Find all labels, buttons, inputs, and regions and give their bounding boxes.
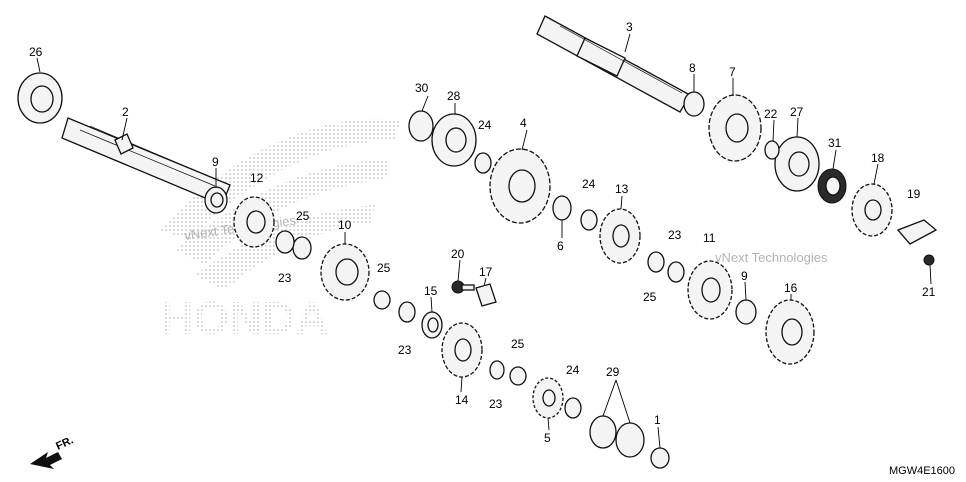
label-10: 10: [338, 218, 352, 232]
washer-25-b: [373, 290, 391, 310]
bearing-26: [17, 72, 63, 124]
bolt-20: [451, 280, 475, 294]
label-25-b: 25: [377, 261, 391, 275]
washer-23-c: [489, 360, 505, 380]
label-1: 1: [654, 413, 661, 427]
gear-11: [687, 260, 733, 320]
gear-16: [765, 299, 815, 365]
collar-1: [650, 447, 670, 469]
label-9-right: 9: [741, 269, 748, 283]
label-4: 4: [520, 116, 527, 130]
label-5: 5: [544, 431, 551, 445]
label-24-c: 24: [566, 363, 580, 377]
label-16: 16: [784, 281, 798, 295]
label-26: 26: [29, 45, 43, 59]
gear-5: [532, 377, 564, 419]
oil-seal-31: [817, 168, 847, 204]
washer-25-a: [292, 236, 312, 260]
label-9-left: 9: [212, 155, 219, 169]
label-17: 17: [479, 265, 493, 279]
gear-7: [708, 94, 762, 162]
washer-25-d: [647, 251, 665, 273]
washer-23-a: [275, 230, 295, 254]
pin-22: [764, 140, 780, 160]
leader-lines: [36, 33, 932, 449]
label-22: 22: [764, 107, 778, 121]
label-28: 28: [447, 89, 461, 103]
label-15: 15: [424, 284, 438, 298]
label-20: 20: [451, 247, 465, 261]
label-7: 7: [729, 65, 736, 79]
label-6: 6: [557, 239, 564, 253]
label-8: 8: [689, 61, 696, 75]
bushing-15: [421, 311, 443, 339]
gear-12: [233, 196, 275, 248]
label-12: 12: [250, 171, 264, 185]
bearing-9-left: [204, 186, 228, 214]
gear-10: [320, 243, 370, 301]
part-labels: 26 2 3 4 5 6 7 8 9 9 10 11 12 13 14 15 1…: [29, 20, 936, 445]
bolt-21: [923, 254, 935, 266]
label-23-d: 23: [668, 228, 682, 242]
front-direction-arrow: FR.: [30, 434, 75, 469]
brand-mark-text: HONDA: [160, 292, 329, 344]
label-27: 27: [790, 105, 804, 119]
label-23-c: 23: [489, 397, 503, 411]
label-23-b: 23: [398, 343, 412, 357]
main-shaft: [61, 117, 231, 206]
bearing-30: [408, 110, 434, 142]
washer-24-a: [474, 152, 492, 174]
plate-19: [896, 219, 938, 245]
label-25-c: 25: [511, 337, 525, 351]
label-23-a: 23: [278, 271, 292, 285]
counter-shaft: [536, 15, 691, 113]
label-29: 29: [606, 365, 620, 379]
gear-14: [441, 322, 483, 378]
washer-24-c: [564, 397, 582, 419]
bearing-9-right: [735, 299, 757, 325]
bushing-6: [552, 195, 572, 221]
label-2: 2: [122, 105, 129, 119]
label-18: 18: [871, 151, 885, 165]
label-24-a: 24: [478, 118, 492, 132]
direction-label: FR.: [54, 434, 75, 452]
bearing-8: [683, 91, 705, 117]
label-21: 21: [922, 285, 936, 299]
label-25-d: 25: [643, 290, 657, 304]
watermark-text-2: vNext Technologies: [715, 250, 828, 265]
label-3: 3: [626, 20, 633, 34]
gear-4: [489, 148, 551, 224]
gear-13: [599, 208, 641, 264]
washer-24-b: [580, 209, 598, 231]
label-30: 30: [415, 81, 429, 95]
sprocket-18: [851, 183, 893, 237]
washer-23-b: [398, 301, 416, 323]
label-31: 31: [828, 136, 842, 150]
label-25-a: 25: [296, 209, 310, 223]
label-19: 19: [907, 187, 921, 201]
label-13: 13: [615, 182, 629, 196]
plate-17: [475, 283, 497, 307]
washer-25-c: [509, 366, 527, 386]
needle-bearing-29: [589, 415, 645, 458]
diagram-code: MGW4E1600: [889, 465, 955, 477]
label-14: 14: [455, 393, 469, 407]
washer-23-d: [667, 261, 685, 283]
label-24-b: 24: [582, 177, 596, 191]
bearing-28: [431, 113, 477, 167]
label-11: 11: [703, 231, 716, 245]
bearing-27: [774, 136, 820, 192]
